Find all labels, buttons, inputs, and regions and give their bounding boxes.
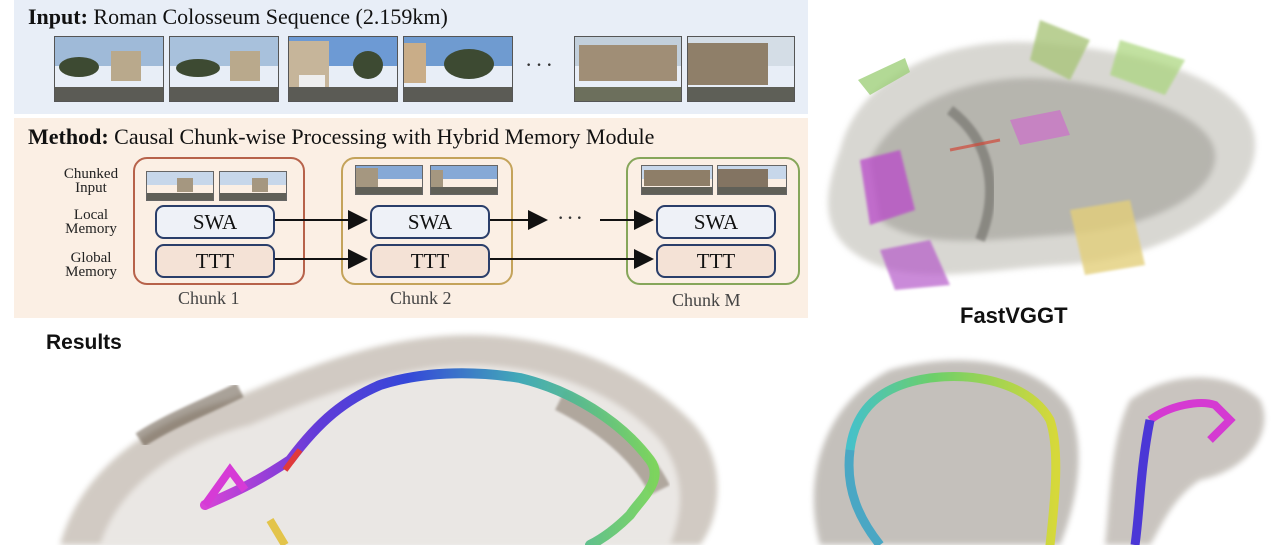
- row-label-line: Local: [73, 207, 109, 223]
- input-sequence-name: Roman Colosseum Sequence (2.159km): [93, 4, 448, 29]
- chunk-2-frame-1: [355, 165, 423, 195]
- chunk-1-frame-2: [219, 171, 287, 201]
- row-label-line: Input: [75, 180, 107, 196]
- row-label-line: Global: [70, 250, 112, 266]
- chunk-m-ttt-block: TTT: [656, 244, 776, 278]
- results-reconstruction-left: [60, 335, 718, 545]
- row-label-line: Memory: [65, 264, 117, 280]
- input-frame-2: [169, 36, 279, 102]
- input-ellipsis: ···: [525, 52, 556, 77]
- row-label-chunked-input: Chunked Input: [46, 166, 136, 196]
- chunk-2-frame-2: [430, 165, 498, 195]
- chunk-1-ttt-block: TTT: [155, 244, 275, 278]
- method-ellipsis: ···: [557, 205, 585, 230]
- results-title: Results: [46, 331, 122, 354]
- method-title: Method: Causal Chunk-wise Processing wit…: [28, 124, 654, 150]
- row-label-local-memory: Local Memory: [46, 207, 136, 237]
- chunk-1-swa-block: SWA: [155, 205, 275, 239]
- row-label-line: Chunked: [63, 166, 119, 182]
- input-label: Input:: [28, 4, 88, 29]
- chunk-m-frame-1: [641, 165, 713, 195]
- method-description: Causal Chunk-wise Processing with Hybrid…: [114, 124, 655, 149]
- input-frame-4: [403, 36, 513, 102]
- input-frame-3: [288, 36, 398, 102]
- input-frame-1: [54, 36, 164, 102]
- chunk-2-label: Chunk 2: [390, 288, 452, 308]
- chunk-1-label: Chunk 1: [178, 288, 240, 308]
- chunk-m-label: Chunk M: [672, 290, 741, 310]
- fastvggt-label: FastVGGT: [960, 303, 1068, 328]
- results-reconstruction-right: [813, 360, 1265, 545]
- chunk-1-frame-1: [146, 171, 214, 201]
- input-title: Input: Roman Colosseum Sequence (2.159km…: [28, 4, 448, 30]
- chunk-m-frame-2: [717, 165, 787, 195]
- chunk-2-ttt-block: TTT: [370, 244, 490, 278]
- input-frame-6: [687, 36, 795, 102]
- method-label: Method:: [28, 124, 109, 149]
- chunk-m-swa-block: SWA: [656, 205, 776, 239]
- input-frame-5: [574, 36, 682, 102]
- fastvggt-point-cloud: [828, 20, 1256, 290]
- row-label-global-memory: Global Memory: [46, 250, 136, 280]
- chunk-2-swa-block: SWA: [370, 205, 490, 239]
- row-label-line: Memory: [65, 221, 117, 237]
